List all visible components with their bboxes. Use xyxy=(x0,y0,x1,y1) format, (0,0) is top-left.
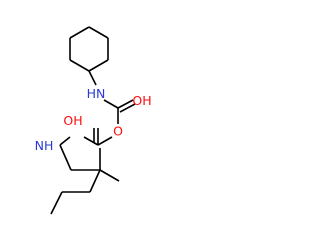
nh-top-label: HN xyxy=(87,86,106,101)
oxygen-carbon-bond xyxy=(97,136,113,146)
ring-bond xyxy=(69,26,90,39)
atom-nh-left: NH xyxy=(35,138,54,153)
propyl-bond-1 xyxy=(89,169,101,193)
ring-bond xyxy=(88,26,109,39)
propyl-bond-3 xyxy=(50,191,63,215)
carbonyl-double-bond-2 xyxy=(119,103,136,113)
atom-oh-left: OH xyxy=(63,113,82,128)
atom-nh-top: HN xyxy=(87,86,106,101)
oh-left-label: OH xyxy=(63,113,82,128)
nitrogen-carbon-bond xyxy=(103,99,119,109)
oh-top-label: OH xyxy=(132,93,151,108)
nitrogen-ch2-bond-2 xyxy=(59,144,72,171)
atom-o-bridge: O xyxy=(113,124,123,139)
atom-oh-top: OH xyxy=(132,93,151,108)
carbonyl-double-bond-1 xyxy=(117,99,134,109)
carbon-nitrogen-bond xyxy=(83,136,99,146)
cyclohexane-ring xyxy=(69,26,109,72)
methyl-bond-right xyxy=(99,169,120,182)
nitrogen-ch2-bond xyxy=(59,136,71,146)
ring-bond xyxy=(88,59,109,72)
ring-bond xyxy=(69,59,90,72)
molecule-structure: HN OH O OH NH xyxy=(35,26,152,215)
nh-left-label: NH xyxy=(35,138,54,153)
o-bridge-label: O xyxy=(113,124,123,139)
ring-nitrogen-bond xyxy=(88,70,97,86)
